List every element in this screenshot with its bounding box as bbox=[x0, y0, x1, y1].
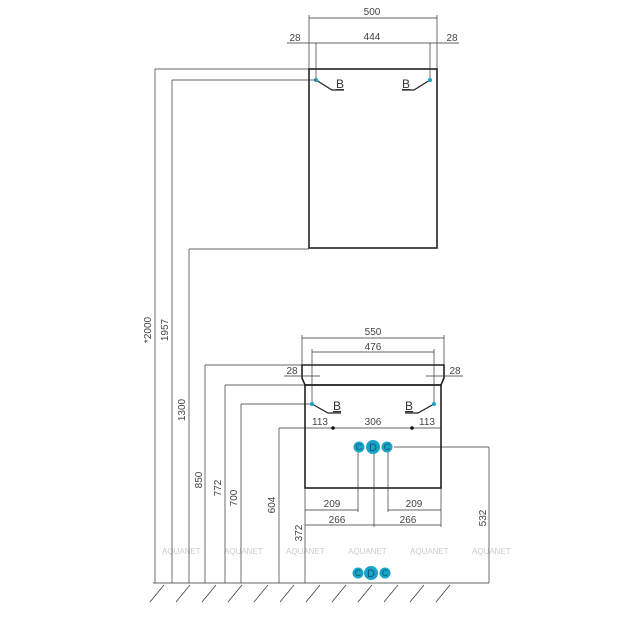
connector-c-icon bbox=[353, 441, 365, 453]
wall-connectors: C D C bbox=[353, 440, 393, 454]
dim-1957: 1957 bbox=[160, 318, 171, 341]
mount-point bbox=[331, 426, 335, 430]
dim-372: 372 bbox=[294, 524, 305, 541]
dim-pipe-left: 209 bbox=[324, 499, 341, 510]
floor-connectors: C D C bbox=[352, 566, 391, 580]
dim-604: 604 bbox=[267, 496, 278, 513]
watermark: AQUANET bbox=[472, 547, 511, 556]
floor-hatch bbox=[149, 584, 451, 603]
dim-850: 850 bbox=[194, 471, 205, 488]
dim-mount-right: 113 bbox=[419, 417, 435, 428]
mount-label: B bbox=[333, 399, 341, 413]
dim-upper-inner: 444 bbox=[364, 32, 381, 43]
dim-532: 532 bbox=[478, 509, 489, 526]
upper-cabinet bbox=[308, 68, 438, 249]
dim-mount-spacing: 306 bbox=[365, 417, 382, 428]
watermark: AQUANET bbox=[348, 547, 387, 556]
dim-lower-right: 28 bbox=[449, 366, 461, 377]
upper-dimension-lines bbox=[287, 15, 459, 80]
dim-center-left: 266 bbox=[329, 515, 346, 526]
dim-lower-inner: 476 bbox=[365, 342, 382, 353]
connector-label: D bbox=[367, 568, 375, 580]
dim-upper-width: 500 bbox=[364, 7, 381, 18]
dim-1300: 1300 bbox=[177, 398, 188, 421]
dim-upper-right: 28 bbox=[446, 33, 458, 44]
dim-700: 700 bbox=[229, 489, 240, 506]
connector-label: C bbox=[355, 568, 362, 578]
dim-total-height: *2000 bbox=[143, 316, 154, 343]
connector-c-icon bbox=[379, 567, 391, 579]
connector-label: D bbox=[369, 442, 377, 454]
dim-lower-left: 28 bbox=[286, 366, 298, 377]
mount-point bbox=[410, 426, 414, 430]
dim-pipe-right: 209 bbox=[406, 499, 423, 510]
connector-label: C bbox=[384, 442, 391, 452]
watermark: AQUANET bbox=[224, 547, 263, 556]
mount-label: B bbox=[336, 77, 344, 91]
connector-d-icon bbox=[364, 566, 378, 580]
watermark: AQUANET bbox=[410, 547, 449, 556]
dim-772: 772 bbox=[213, 479, 224, 496]
watermarks: AQUANET AQUANET AQUANET AQUANET AQUANET … bbox=[162, 547, 511, 556]
dim-lower-width: 550 bbox=[365, 327, 382, 338]
dim-center-right: 266 bbox=[400, 515, 417, 526]
dim-mount-left: 113 bbox=[312, 417, 328, 428]
height-dimension-lines bbox=[153, 68, 490, 584]
connector-label: C bbox=[356, 442, 363, 452]
mount-label: B bbox=[402, 77, 410, 91]
watermark: AQUANET bbox=[286, 547, 325, 556]
connector-d-icon bbox=[366, 440, 380, 454]
connector-label: C bbox=[382, 568, 389, 578]
connector-c-icon bbox=[381, 441, 393, 453]
countertop bbox=[301, 364, 445, 386]
lower-dimension-lines bbox=[284, 335, 463, 527]
connector-c-icon bbox=[352, 567, 364, 579]
watermark: AQUANET bbox=[162, 547, 201, 556]
dim-upper-left: 28 bbox=[289, 33, 301, 44]
mount-label: B bbox=[405, 399, 413, 413]
upper-mount-markers bbox=[314, 78, 432, 91]
lower-cabinet bbox=[304, 384, 442, 489]
lower-mount-markers bbox=[310, 402, 436, 414]
